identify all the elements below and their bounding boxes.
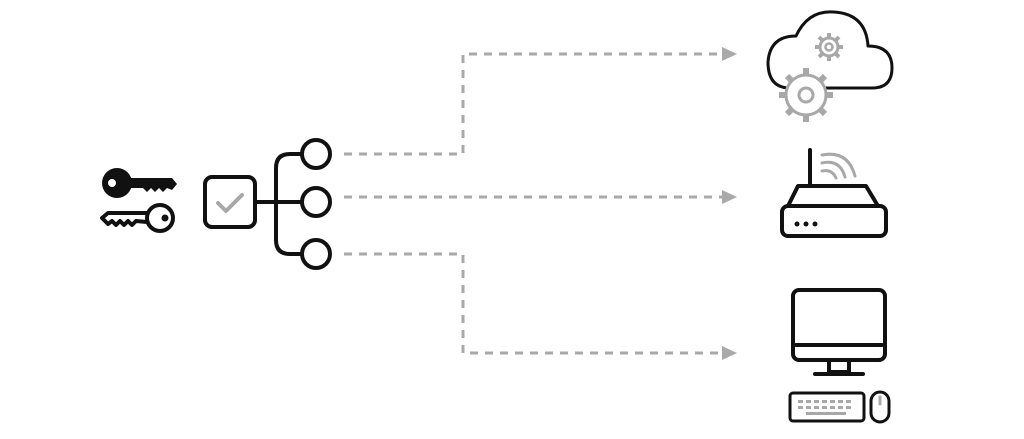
- connector-to-router: [344, 190, 737, 204]
- branch-nodes-icon: [253, 138, 332, 270]
- cloud-gears-icon: [766, 10, 894, 122]
- branch-node-top: [300, 138, 332, 170]
- outline-key-icon: [100, 203, 175, 233]
- large-gear-icon: [779, 68, 833, 122]
- mouse-icon: [869, 390, 891, 424]
- connector-to-cloud: [344, 47, 737, 156]
- connector-to-computer: [344, 252, 737, 360]
- wifi-router-icon: [780, 148, 888, 238]
- small-gear-icon: [815, 33, 843, 61]
- branch-node-bottom: [300, 238, 332, 270]
- checkbox-check-icon: [203, 175, 257, 229]
- monitor: [791, 288, 887, 362]
- wifi-signal-icon: [820, 152, 857, 180]
- branch-node-middle: [300, 186, 332, 218]
- key-pair-icon: [100, 168, 177, 233]
- keyboard-icon: [788, 391, 866, 423]
- desktop-computer-icon: [788, 288, 891, 424]
- black-key-icon: [102, 168, 177, 198]
